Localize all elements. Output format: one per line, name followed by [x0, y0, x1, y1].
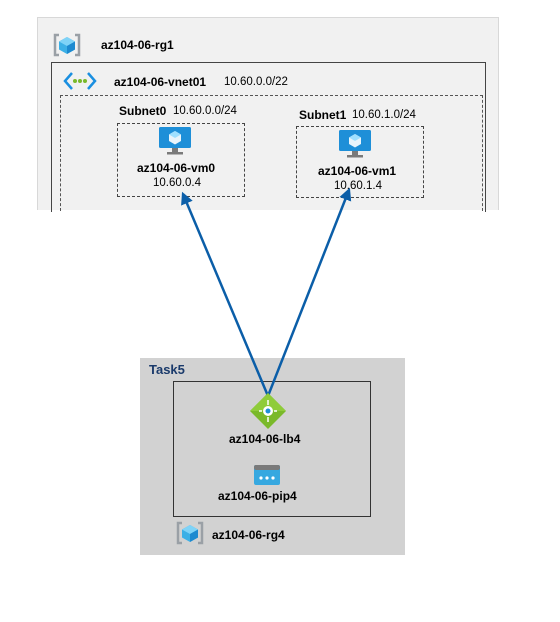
subnet0-cidr: 10.60.0.0/24	[173, 105, 237, 117]
vnet-container	[51, 62, 486, 212]
subnet1-label: Subnet1	[299, 108, 347, 122]
pip-label: az104-06-pip4	[218, 489, 297, 503]
subnet1-cidr: 10.60.1.0/24	[352, 109, 416, 121]
subnet0-label: Subnet0	[119, 104, 167, 118]
lb-label: az104-06-lb4	[229, 432, 301, 446]
rg1-label: az104-06-rg1	[101, 38, 174, 52]
vnet-address-space	[60, 95, 483, 211]
resource-group-rg1	[37, 17, 499, 210]
task5-group	[140, 358, 405, 555]
resource-group-rg4-icon	[176, 521, 204, 545]
load-balancer-icon	[250, 393, 286, 429]
vm1-label: az104-06-vm1	[318, 164, 397, 178]
vnet-icon	[63, 72, 97, 90]
subnet1-box	[296, 126, 424, 198]
vm0-label: az104-06-vm0	[137, 161, 216, 175]
task5-inner-box	[173, 381, 371, 517]
vnet-cidr: 10.60.0.0/22	[224, 76, 288, 88]
vm0-ip: 10.60.0.4	[153, 177, 201, 189]
subnet0-box	[117, 123, 245, 197]
vm1-icon	[339, 130, 371, 158]
link-lb-to-vm0	[181, 191, 270, 397]
resource-group-icon	[53, 33, 81, 57]
public-ip-icon	[254, 465, 280, 485]
vnet-label: az104-06-vnet01	[114, 75, 207, 89]
link-lb-to-vm1	[266, 187, 352, 397]
vm0-icon	[159, 127, 191, 155]
task5-title: Task5	[149, 362, 185, 377]
rg4-label: az104-06-rg4	[212, 528, 285, 542]
